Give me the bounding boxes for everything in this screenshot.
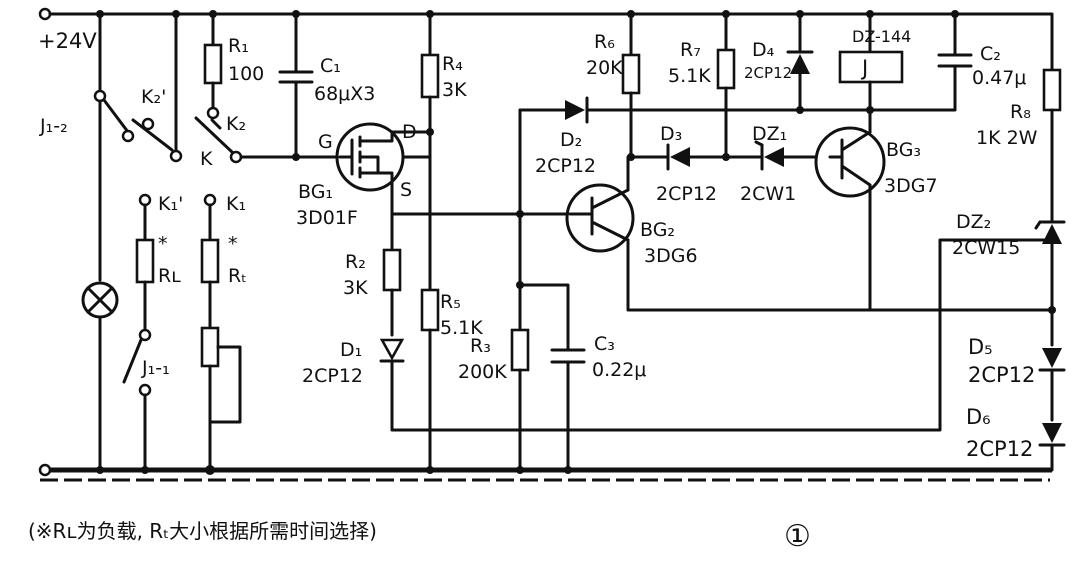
supply-rail (38, 7, 1054, 72)
label-c3-value: 0.22μ (592, 359, 646, 381)
label-d3: D₃ (660, 123, 682, 145)
resistor-r7 (716, 12, 736, 159)
resistor-r8 (1042, 68, 1062, 222)
label-d2-value: 2CP12 (535, 155, 596, 177)
label-gate: G (318, 131, 333, 153)
transistor-bg2 (565, 155, 1054, 312)
label-k2-prime: K₂' (141, 86, 166, 108)
label-c1: C₁ (320, 55, 341, 77)
diode-d5 (1038, 348, 1066, 422)
label-rl-star: * (158, 233, 168, 255)
diode-d1 (379, 238, 1054, 432)
label-bg3: BG₃ (886, 139, 921, 161)
label-dz1-value: 2CW1 (740, 183, 796, 205)
label-d5: D₅ (968, 335, 993, 359)
label-bg3-value: 3DG7 (884, 175, 938, 197)
relay-contact-j12 (93, 12, 135, 282)
resistor-r1 (203, 12, 223, 120)
capacitor-c3 (518, 283, 586, 472)
label-r5-value: 5.1K (440, 317, 483, 339)
label-rl: Rʟ (158, 265, 181, 287)
relay-coil-j (838, 12, 904, 122)
label-c3: C₃ (594, 333, 615, 355)
label-c2: C₂ (980, 43, 1001, 65)
mosfet-bg1 (335, 122, 432, 192)
label-r8: R₈ (1010, 101, 1031, 123)
label-d6-value: 2CP12 (966, 437, 1033, 461)
diode-d3 (629, 143, 762, 171)
label-d1: D₁ (340, 339, 362, 361)
label-dz2-value: 2CW15 (952, 237, 1020, 259)
label-k1-prime: K₁' (158, 193, 183, 215)
label-d4-value: 2CP12 (744, 64, 792, 82)
label-d4: D₄ (752, 39, 775, 61)
zener-dz2 (1034, 220, 1066, 347)
label-r6-value: 20K (586, 57, 623, 79)
label-r2: R₂ (345, 251, 366, 273)
label-c2-value: 0.47μ (972, 67, 1026, 89)
relay-contact-j11 (122, 338, 152, 472)
label-bg2: BG₂ (640, 219, 675, 241)
label-r4: R₄ (442, 53, 463, 75)
resistor-r2 (382, 248, 402, 337)
label-r6: R₆ (594, 31, 615, 53)
label-r3: R₃ (470, 335, 491, 357)
label-dz1: DZ₁ (752, 123, 787, 145)
junction-dots (96, 10, 1056, 475)
label-r7-value: 5.1K (668, 65, 711, 87)
label-j11: J₁-₁ (141, 357, 170, 379)
supply-label: +24V (38, 29, 97, 53)
label-d1-value: 2CP12 (302, 365, 363, 387)
indicator-lamp (81, 281, 119, 472)
label-j12: J₁-₂ (39, 115, 68, 137)
label-d3-value: 2CP12 (656, 183, 717, 205)
label-r8-value: 1K 2W (976, 127, 1038, 149)
capacitor-c1 (278, 12, 314, 159)
label-rt-star: * (228, 233, 238, 255)
transistor-bg3 (814, 108, 886, 312)
label-r5: R₅ (440, 291, 461, 313)
ground-rail (38, 463, 1052, 482)
label-bg1-value: 3D01F (296, 207, 358, 229)
switch-k1-prime (135, 193, 155, 342)
footnote: (※Rʟ为负载, Rₜ大小根据所需时间选择) (28, 519, 377, 543)
resistor-r4 (420, 12, 440, 472)
label-relay-model: DZ-144 (852, 27, 911, 46)
label-drain: D (402, 121, 417, 143)
label-r1: R₁ (228, 35, 249, 57)
diode-d4 (786, 12, 814, 112)
diode-d2 (518, 96, 872, 124)
label-k: K (200, 148, 213, 170)
figure-number: ① (784, 519, 811, 554)
label-source: S (400, 179, 412, 201)
timing-resistor-rt (200, 193, 242, 472)
label-d6: D₆ (966, 405, 991, 429)
label-r3-value: 200K (458, 361, 507, 383)
label-r2-value: 3K (343, 277, 368, 299)
label-relay-j: J (860, 56, 868, 80)
label-c1-value: 68μX3 (314, 83, 375, 105)
label-dz2: DZ₂ (956, 211, 991, 233)
label-d5-value: 2CP12 (968, 363, 1035, 387)
label-d2: D₂ (560, 129, 582, 151)
resistor-r6 (621, 12, 641, 159)
label-bg1: BG₁ (298, 181, 333, 203)
label-bg2-value: 3DG6 (644, 245, 698, 267)
label-r7: R₇ (680, 39, 701, 61)
resistor-r3 (510, 108, 530, 472)
source-net (390, 182, 572, 252)
label-r4-value: 3K (442, 79, 467, 101)
switch-k2-prime (131, 12, 183, 163)
label-r1-value: 100 (228, 63, 264, 85)
label-k2: K₂ (226, 113, 246, 135)
label-rt: Rₜ (228, 265, 247, 287)
label-k1: K₁ (226, 193, 246, 215)
capacitor-c2 (868, 12, 973, 112)
